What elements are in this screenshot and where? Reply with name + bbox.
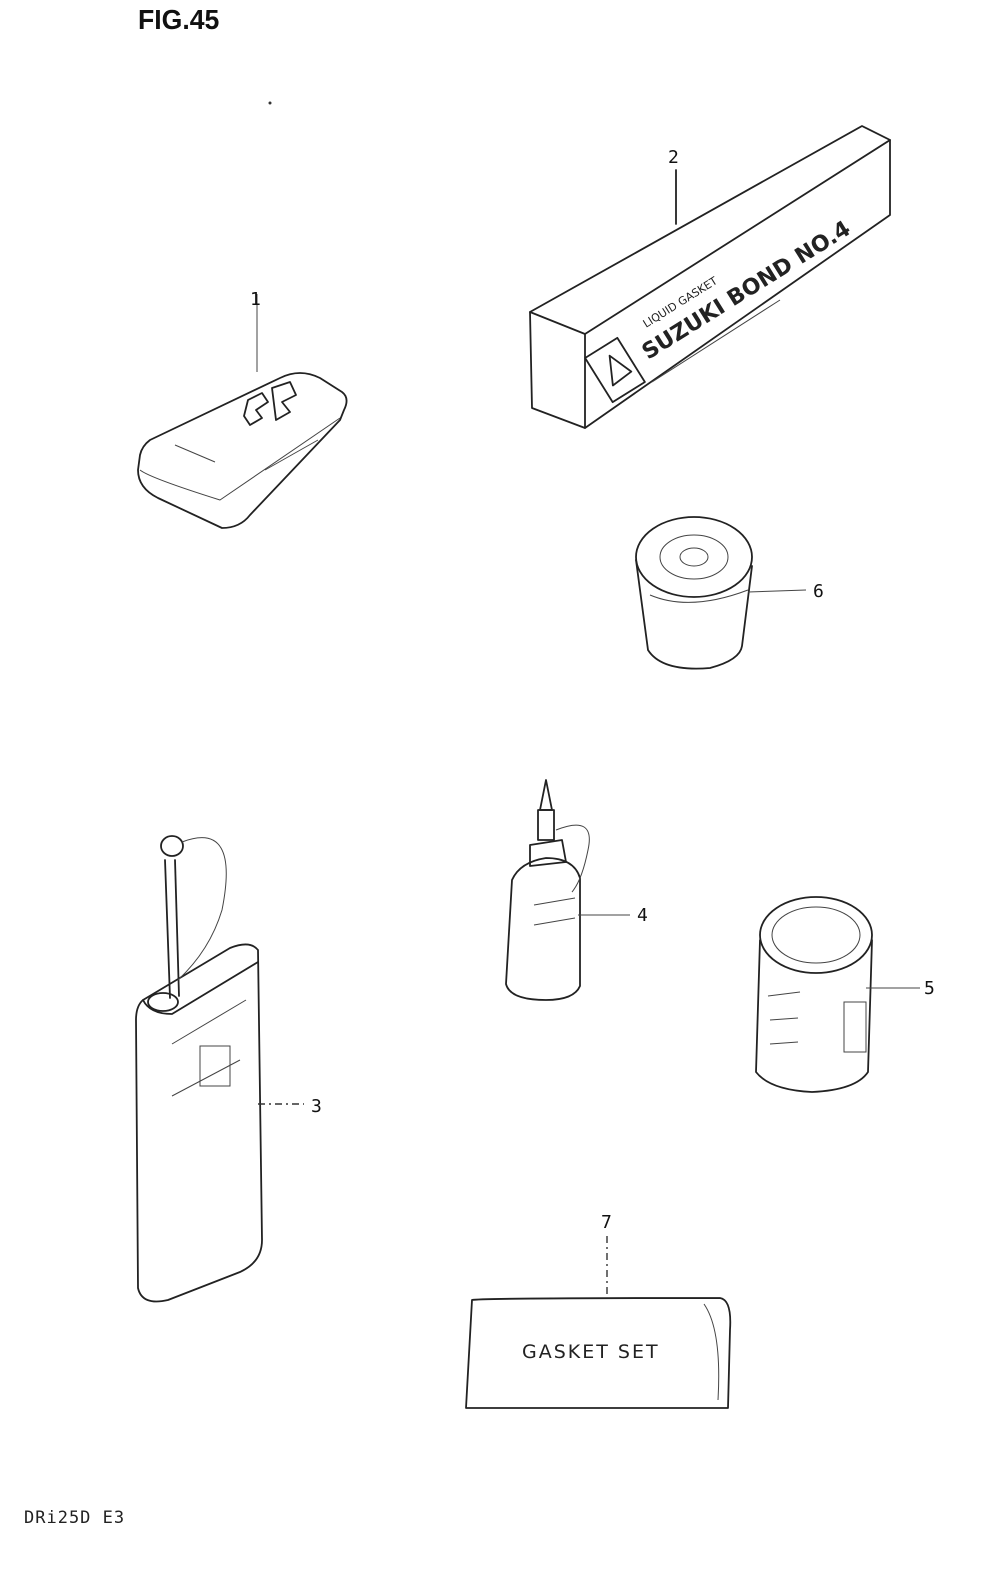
bond-box-line2: SUZUKI BOND NO.4	[638, 216, 855, 365]
part-5-tall-can[interactable]	[755, 896, 920, 1093]
callout-5: 5	[924, 978, 935, 999]
part-1-tube-box[interactable]	[137, 294, 348, 529]
callout-4: 4	[637, 905, 648, 926]
part-3-oil-can[interactable]	[135, 835, 304, 1303]
callout-6: 6	[813, 581, 824, 602]
gasket-set-label: GASKET SET	[522, 1341, 660, 1363]
figure-title: FIG.45	[138, 4, 220, 35]
stray-dot	[268, 101, 272, 105]
model-code: DRi25D E3	[24, 1508, 126, 1528]
callout-3: 3	[311, 1096, 322, 1117]
part-7-gasket-set[interactable]: GASKET SET	[465, 1236, 732, 1409]
callout-2: 2	[668, 147, 679, 168]
part-4-bottle[interactable]	[505, 779, 630, 1001]
callout-1: 1	[250, 289, 261, 310]
callout-7: 7	[601, 1212, 612, 1233]
part-2-bond-box[interactable]: LIQUID GASKET SUZUKI BOND NO.4	[529, 125, 891, 429]
part-6-can[interactable]	[635, 516, 807, 670]
